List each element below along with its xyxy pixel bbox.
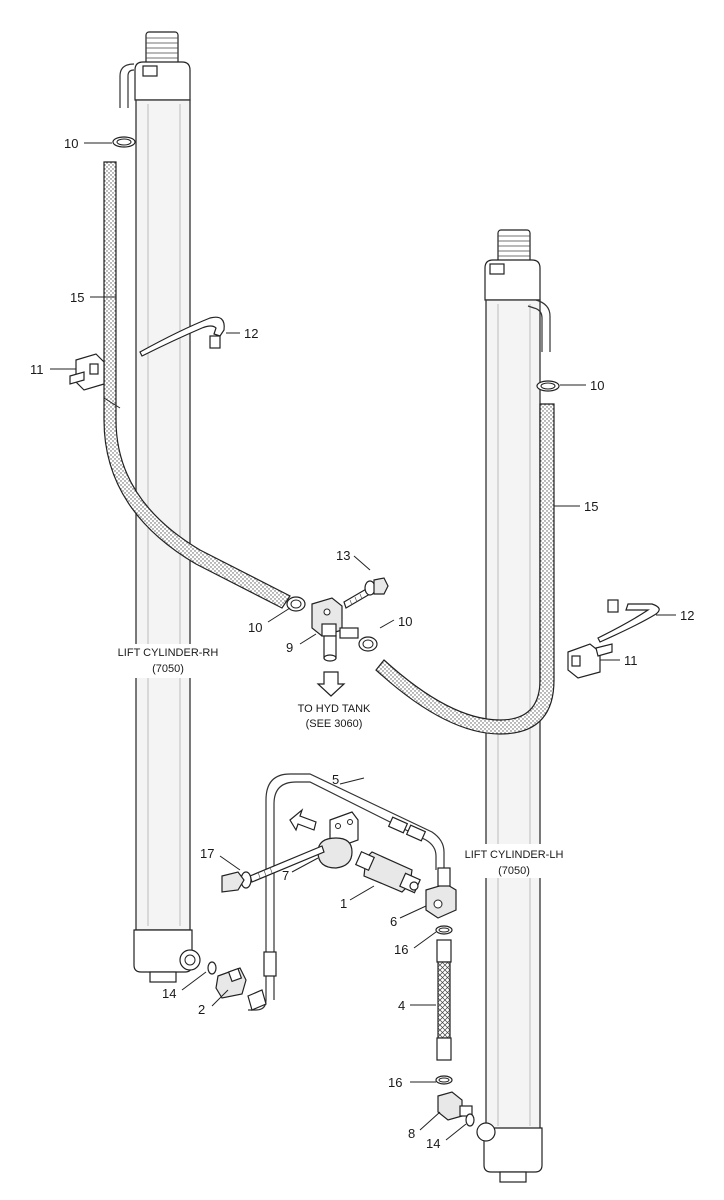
arrow-down-icon <box>316 671 346 697</box>
o-ring-14-left <box>207 961 217 975</box>
valve-1 <box>354 850 421 894</box>
tee-fitting-9 <box>311 597 359 662</box>
cable-tie-12-left <box>139 316 225 357</box>
bolt-13 <box>343 577 389 609</box>
callout-8: 8 <box>408 1126 415 1141</box>
hose-clip-11-left <box>69 353 105 391</box>
hose-clamp-10-top <box>112 136 136 148</box>
cable-tie-12-right <box>597 599 660 643</box>
label-to-hyd-tank: TO HYD TANK <box>298 703 371 715</box>
o-ring-16-bottom <box>435 1075 453 1085</box>
callout-7: 7 <box>282 868 289 883</box>
callout-14-right: 14 <box>426 1136 440 1151</box>
callout-16-top: 16 <box>394 942 408 957</box>
label-lift-cylinder-rh: LIFT CYLINDER-RH <box>118 647 219 659</box>
bolt-17 <box>221 845 325 893</box>
o-ring-14-right <box>465 1113 475 1127</box>
elbow-fitting-8 <box>437 1091 473 1121</box>
callout-10-mid-left: 10 <box>248 620 262 635</box>
callout-14-left: 14 <box>162 986 176 1001</box>
callout-4: 4 <box>398 998 405 1013</box>
callout-1: 1 <box>340 896 347 911</box>
callout-5: 5 <box>332 772 339 787</box>
callout-12-right: 12 <box>680 608 694 623</box>
callout-15-left: 15 <box>70 290 84 305</box>
o-ring-16-top <box>435 925 453 935</box>
hose-4 <box>436 939 452 1061</box>
label-lift-cylinder-lh-ref: (7050) <box>498 865 530 877</box>
callout-6: 6 <box>390 914 397 929</box>
leader-lines <box>50 142 676 1141</box>
callout-10-top: 10 <box>64 136 78 151</box>
callout-11-left: 11 <box>30 362 44 377</box>
callout-15-right: 15 <box>584 499 598 514</box>
callout-12-left: 12 <box>244 326 258 341</box>
label-lift-cylinder-lh: LIFT CYLINDER-LH <box>465 849 564 861</box>
hose-15-left <box>103 161 291 609</box>
callout-16-bottom: 16 <box>388 1075 402 1090</box>
hose-clamp-10-right-top <box>536 380 560 392</box>
mounting-bracket-7 <box>317 811 359 869</box>
callout-10-mid-right: 10 <box>398 614 412 629</box>
callout-2: 2 <box>198 1002 205 1017</box>
adapter-2 <box>215 967 267 1011</box>
hose-clip-11-right <box>567 643 613 679</box>
arrow-up-left-icon <box>289 808 317 832</box>
callout-17: 17 <box>200 846 214 861</box>
callout-10-right-top: 10 <box>590 378 604 393</box>
hose-clamp-10-mid-right <box>358 636 378 652</box>
label-see-3060: (SEE 3060) <box>306 718 363 730</box>
callout-13: 13 <box>336 548 350 563</box>
elbow-fitting-6 <box>425 867 457 919</box>
label-lift-cylinder-rh-ref: (7050) <box>152 663 184 675</box>
hose-15-right <box>375 403 555 735</box>
hose-clamp-10-mid-left <box>286 596 306 612</box>
callout-11-right: 11 <box>624 653 638 668</box>
callout-9: 9 <box>286 640 293 655</box>
